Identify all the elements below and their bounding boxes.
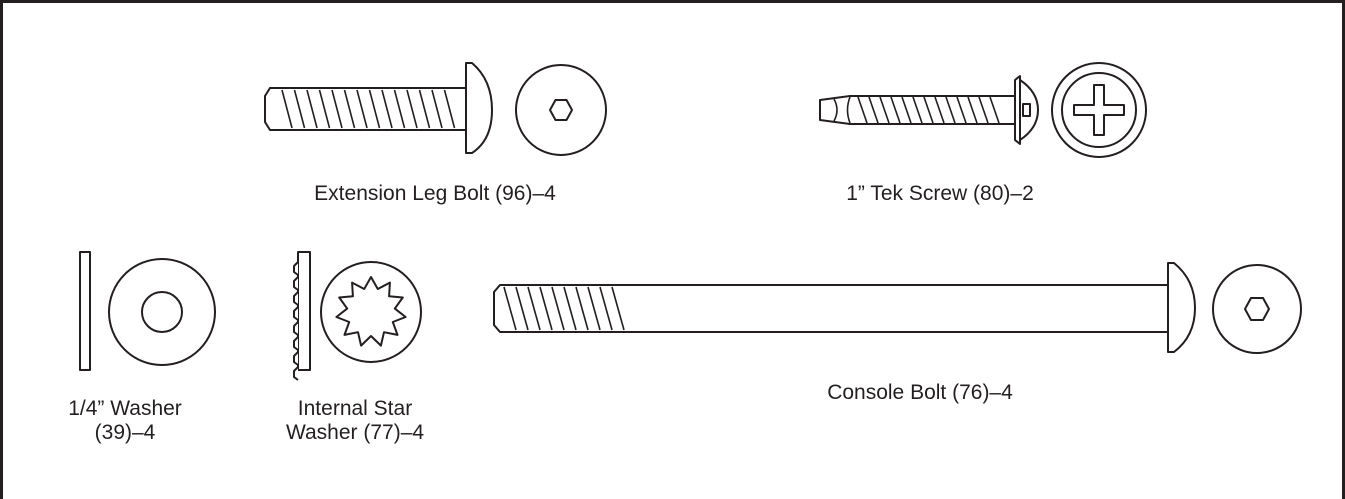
console-bolt-label: Console Bolt (76)–4: [827, 381, 1013, 404]
tek-screw-label: 1” Tek Screw (80)–2: [846, 182, 1034, 205]
extension-leg-bolt-side-view: [264, 62, 493, 154]
washer-label-line1: 1/4” Washer: [68, 397, 182, 420]
console-bolt-side-view: [493, 262, 1196, 353]
flat-washer-icon: [108, 258, 216, 366]
phillips-head-icon: [1051, 62, 1147, 158]
washer-side-view: [79, 251, 91, 371]
washer-label-line2: (39)–4: [94, 421, 156, 444]
internal-star-washer-icon: [320, 261, 422, 363]
hex-socket-icon: [515, 64, 607, 156]
star-washer-label-line2: Washer (77)–4: [285, 421, 425, 444]
hex-socket-icon: [1212, 264, 1302, 354]
star-washer-side-view: [293, 251, 311, 381]
star-washer-label-line1: Internal Star: [297, 397, 413, 420]
extension-leg-bolt-label: Extension Leg Bolt (96)–4: [314, 182, 556, 205]
tek-screw-side-view: [819, 75, 1039, 145]
